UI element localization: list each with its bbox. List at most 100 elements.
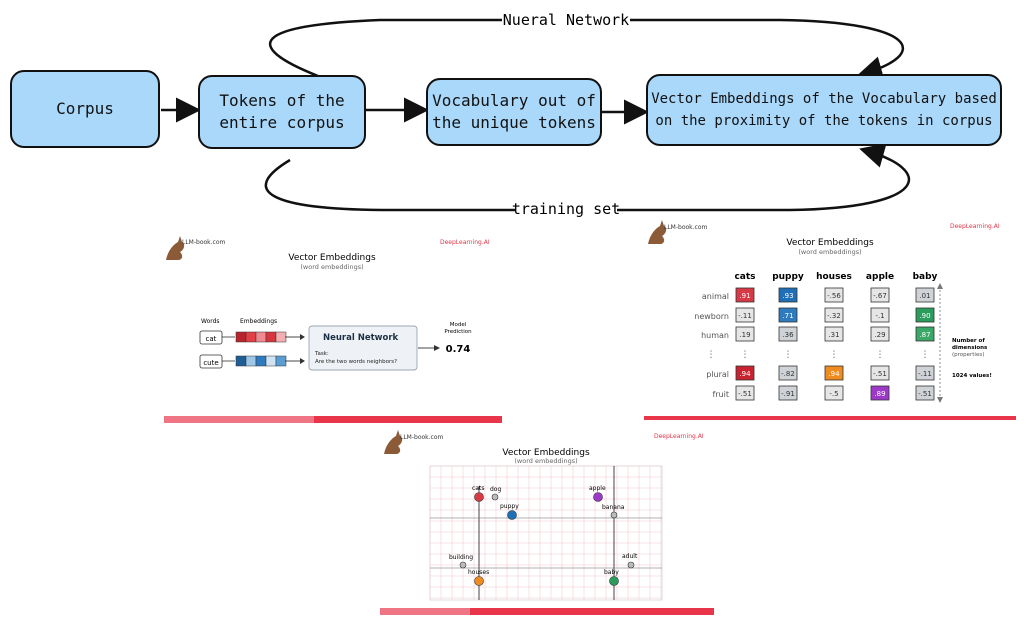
pred-header-1: Model <box>450 322 467 328</box>
accent-bar-fade <box>380 608 470 615</box>
ellipsis-row: ⋮ <box>830 350 839 360</box>
table-cell <box>778 326 798 342</box>
cell-value: .91 <box>739 292 750 300</box>
row-label: newborn <box>694 312 729 321</box>
top-loop-label: Nueral Network <box>503 11 629 29</box>
cell-value: .31 <box>828 331 839 339</box>
cell-value: .93 <box>782 292 793 300</box>
cell-value: -.67 <box>873 292 887 300</box>
flow-connectors: Nueral Network training set <box>161 8 910 220</box>
cat-embedding-cell <box>255 331 267 343</box>
panel-subtitle: (word embeddings) <box>798 248 861 256</box>
table-cell <box>824 287 844 303</box>
row-label: fruit <box>712 390 729 399</box>
panel-title: Vector Embeddings <box>502 448 590 458</box>
nn-title: Neural Network <box>323 333 399 343</box>
cat-embedding-cell <box>275 331 287 343</box>
cell-value: -.32 <box>827 312 841 320</box>
word1-box <box>199 330 223 345</box>
cat-arrow-head <box>300 334 305 340</box>
panel-subtitle: (word embeddings) <box>514 457 577 465</box>
cell-value: .87 <box>919 331 930 339</box>
emb-header: Embeddings <box>240 318 277 325</box>
panel-right: LLM-book.com DeepLearning.AI Vector Embe… <box>644 220 1016 420</box>
words-header: Words <box>201 318 220 325</box>
table-cell <box>870 365 890 381</box>
accent-bar <box>164 416 502 423</box>
point-dog <box>491 493 499 501</box>
cell-value: -.56 <box>827 292 841 300</box>
cat-embedding-cells <box>235 331 287 343</box>
embeddings-box: Vector Embeddings of the Vocabulary base… <box>646 74 1002 146</box>
table-cell <box>870 287 890 303</box>
row-label: animal <box>702 292 729 301</box>
cell-value: .94 <box>739 370 751 378</box>
table-cell <box>870 385 890 401</box>
brand2-label: DeepLearning.AI <box>440 239 490 246</box>
accent-bar <box>644 416 1016 420</box>
point-puppy <box>507 510 517 520</box>
bottom-loop-label: training set <box>512 200 620 218</box>
cell-value: .90 <box>919 312 930 320</box>
nn-box <box>308 325 418 371</box>
tokens-label-1: Tokens of the <box>219 91 345 110</box>
brand-label: LLM-book.com <box>400 434 444 441</box>
point-building <box>459 561 467 569</box>
table-cell <box>915 326 935 342</box>
cell-value: -.51 <box>738 390 752 398</box>
label-baby: baby <box>604 569 619 576</box>
count-label: 1024 values! <box>952 373 992 379</box>
table-cell <box>915 307 935 323</box>
cell-value: -.1 <box>875 312 884 320</box>
cute-arrow-head <box>300 358 305 364</box>
word2-label: cute <box>203 359 218 367</box>
cute-embedding-cell <box>275 355 287 367</box>
ellipsis-row: ⋮ <box>784 350 793 360</box>
word2-box <box>199 354 223 369</box>
cell-value: -.11 <box>918 370 932 378</box>
point-banana <box>610 511 618 519</box>
cell-value: .19 <box>739 331 750 339</box>
table-cell <box>870 307 890 323</box>
embedding-grid <box>429 465 663 601</box>
table-cell <box>915 365 935 381</box>
cell-value: -.5 <box>829 390 838 398</box>
column-header: baby <box>913 272 938 282</box>
cute-embedding-cell <box>235 355 247 367</box>
cell-value: .71 <box>782 312 793 320</box>
point-cats <box>474 492 484 502</box>
label-dog: dog <box>490 486 501 493</box>
bottom-loop-path <box>264 143 910 212</box>
cute-embedding-cells <box>235 355 287 367</box>
table-cell <box>824 326 844 342</box>
corpus-label: Corpus <box>56 99 114 118</box>
brand2-label: DeepLearning.AI <box>950 223 1000 230</box>
pred-value: 0.74 <box>446 344 471 355</box>
grid-frame <box>429 465 663 601</box>
ellipsis-row: ⋮ <box>921 350 930 360</box>
tokens-label-2: entire corpus <box>219 113 345 132</box>
table-cell <box>915 385 935 401</box>
label-adult: adult <box>622 553 638 560</box>
brand-label: LLM-book.com <box>182 239 226 246</box>
cell-value: -.91 <box>781 390 795 398</box>
dims-axis-bottom <box>937 397 943 403</box>
point-adult <box>627 561 635 569</box>
task-text: Are the two words neighbors? <box>315 359 397 365</box>
table-cell <box>915 287 935 303</box>
table-cell <box>778 365 798 381</box>
dims-label-3: (properties) <box>952 352 984 358</box>
table-cell <box>735 385 755 401</box>
label-banana: banana <box>602 504 625 511</box>
accent-bar <box>380 608 714 615</box>
pred-header-2: Prediction <box>444 329 472 335</box>
table-cell <box>870 326 890 342</box>
table-cell <box>824 385 844 401</box>
table-cell <box>735 287 755 303</box>
point-apple <box>593 492 603 502</box>
tokens-box: Tokens of the entire corpus <box>198 75 366 149</box>
table-cell <box>778 307 798 323</box>
word1-label: cat <box>206 335 217 343</box>
table-cell <box>778 385 798 401</box>
